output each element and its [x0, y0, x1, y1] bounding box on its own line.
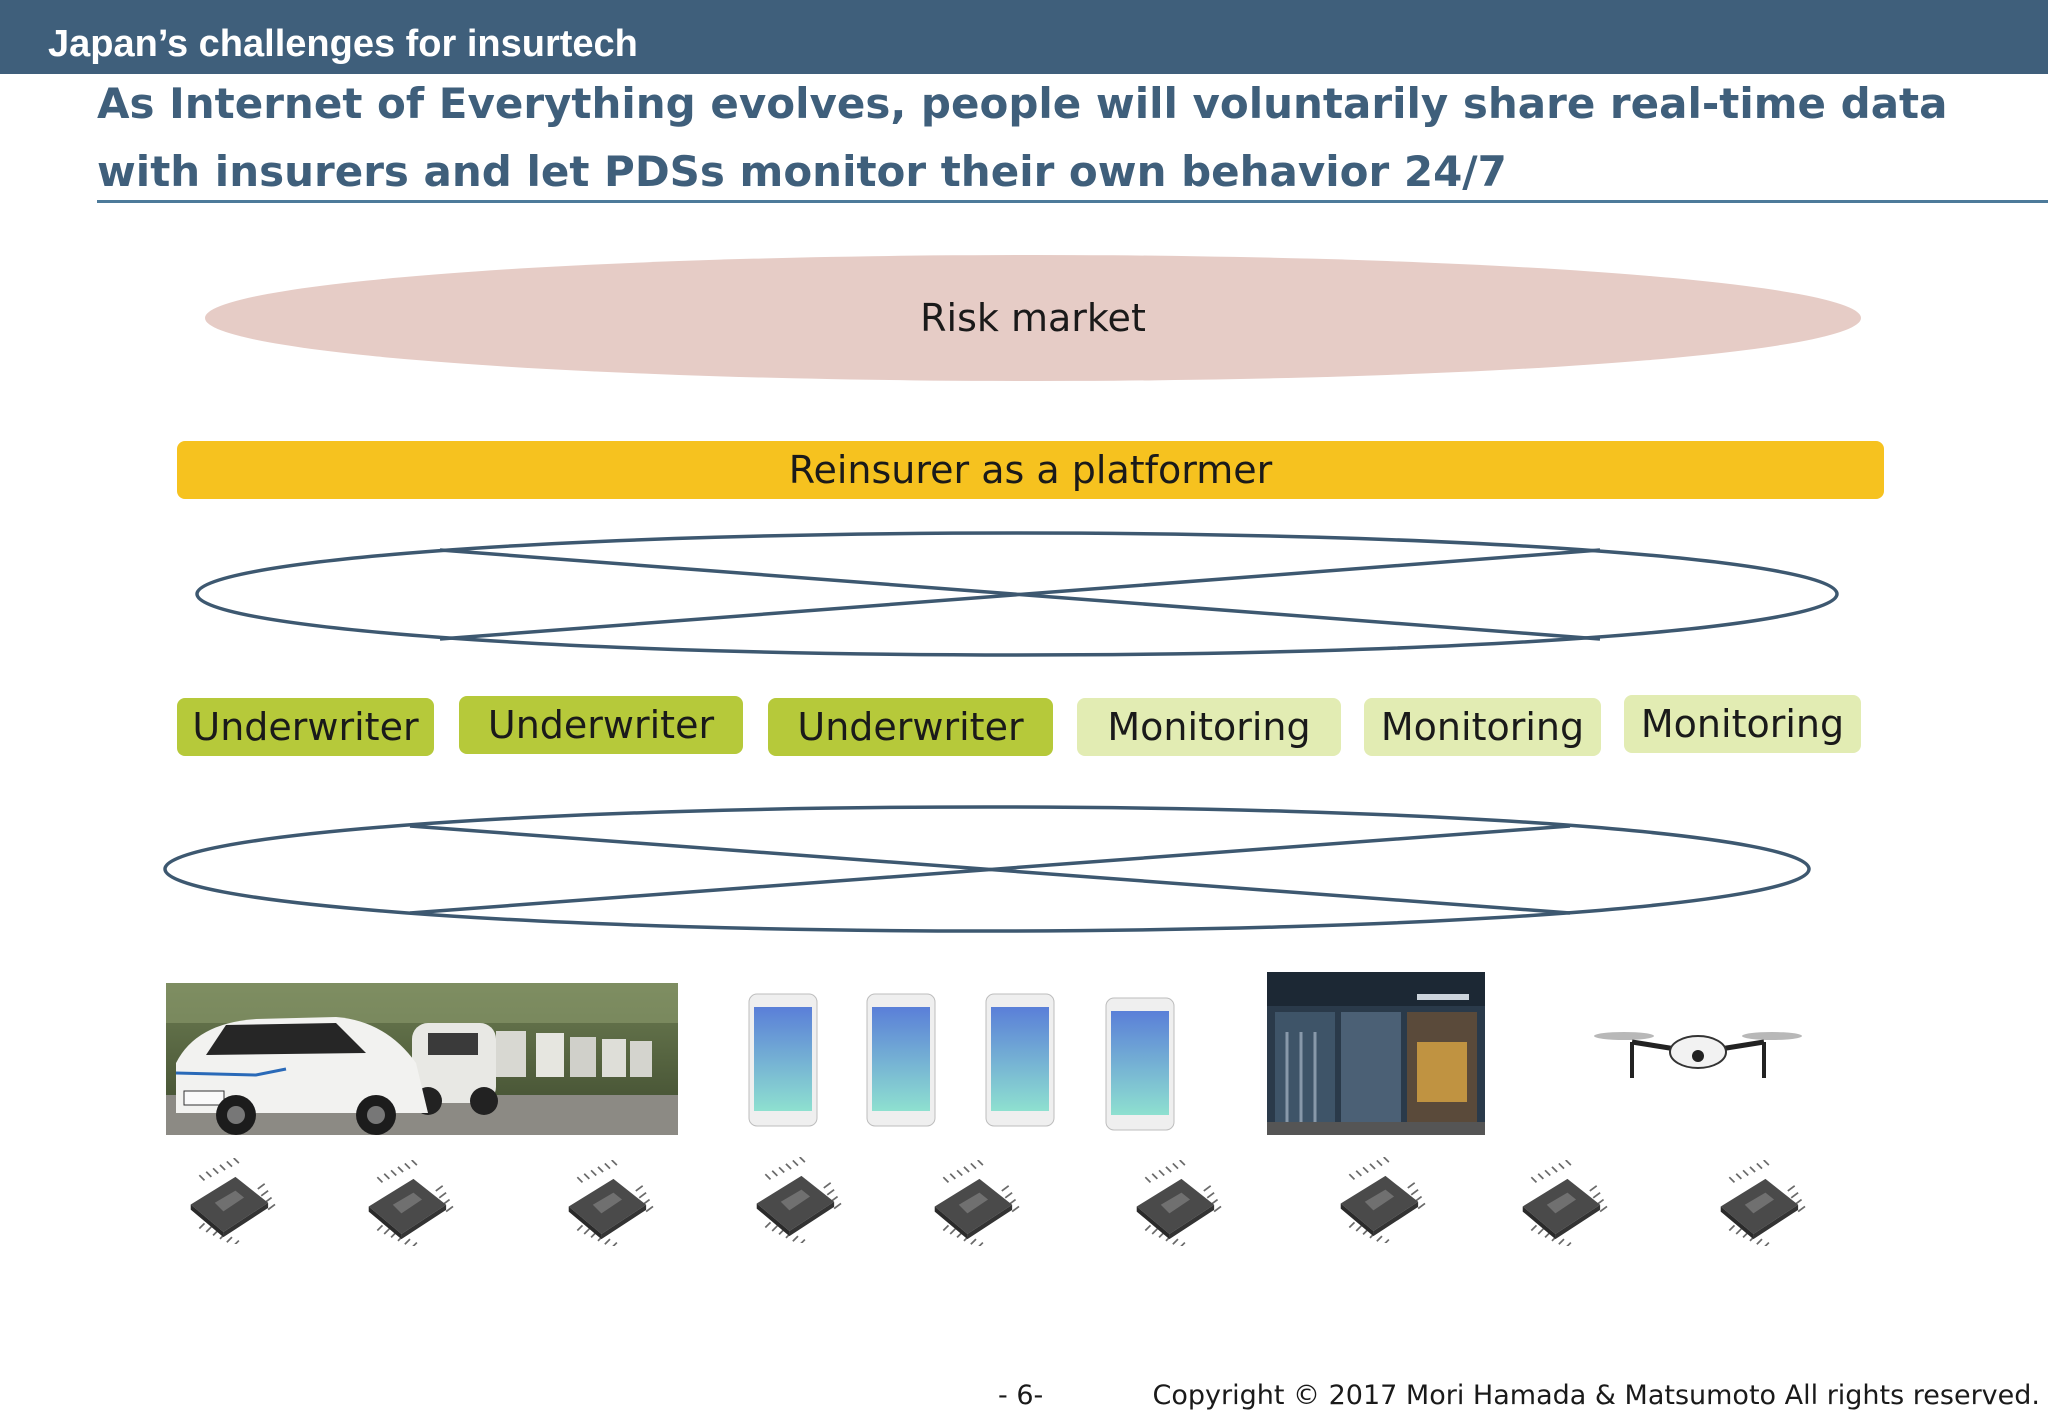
lower-network-cross-lines [409, 824, 1571, 915]
player-label: Underwriter [487, 703, 715, 747]
headline-line-1: As Internet of Everything evolves, peopl… [97, 79, 1948, 128]
player-label: Monitoring [1640, 702, 1845, 746]
drone-photo [1594, 1032, 1802, 1078]
sensor-chip-icon [367, 1160, 454, 1246]
page-number: - 6- [998, 1380, 1044, 1411]
slide-headline: As Internet of Everything evolves, peopl… [97, 70, 2017, 206]
upper-network-cross-lines [439, 548, 1601, 641]
smartphone-photo [748, 993, 818, 1127]
underwriter-box: Underwriter [177, 698, 434, 756]
sensor-chip-icon [1135, 1160, 1222, 1246]
reinsurer-platform-label: Reinsurer as a platformer [788, 448, 1273, 492]
sensor-chip-icon [189, 1158, 276, 1244]
smartphone-photo [866, 993, 936, 1127]
monitoring-box: Monitoring [1077, 698, 1341, 756]
risk-market-ellipse: Risk market [205, 255, 1861, 381]
sensor-chip-icon [1339, 1157, 1426, 1243]
sensor-chip-icon [567, 1160, 654, 1246]
monitoring-box: Monitoring [1364, 698, 1601, 756]
smartphone-photo [1105, 997, 1175, 1131]
lower-network-ellipse [163, 805, 1811, 933]
sensor-chip-icon [755, 1157, 842, 1243]
electric-cars-photo [166, 983, 678, 1135]
smartphone-photo [985, 993, 1055, 1127]
upper-network-ellipse [195, 531, 1839, 657]
risk-market-label: Risk market [920, 296, 1146, 340]
sensor-chip-icon [1521, 1160, 1608, 1246]
player-label: Underwriter [192, 705, 419, 749]
reinsurer-platform-bar: Reinsurer as a platformer [177, 441, 1884, 499]
slide-section-title: Japan’s challenges for insurtech [48, 23, 638, 65]
copyright-notice: Copyright © 2017 Mori Hamada & Matsumoto… [1152, 1380, 2040, 1411]
sensor-chip-icon [1719, 1160, 1806, 1246]
headline-line-2: with insurers and let PDSs monitor their… [97, 147, 1507, 196]
sensor-chip-icon [933, 1160, 1020, 1246]
player-label: Underwriter [797, 705, 1024, 749]
underwriter-box: Underwriter [768, 698, 1053, 756]
player-label: Monitoring [1380, 705, 1585, 749]
monitoring-box: Monitoring [1624, 695, 1861, 753]
header-bar: Japan’s challenges for insurtech [0, 0, 2048, 74]
player-label: Monitoring [1107, 705, 1311, 749]
storefront-photo [1267, 972, 1485, 1135]
headline-underline [97, 200, 2048, 203]
underwriter-box: Underwriter [459, 696, 743, 754]
